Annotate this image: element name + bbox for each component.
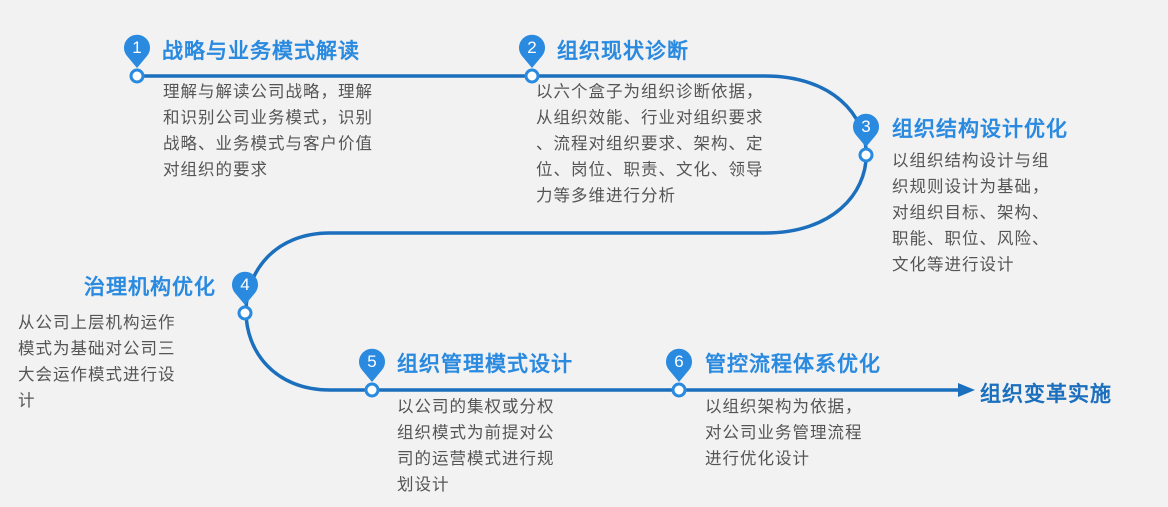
step-6-title: 管控流程体系优化 <box>705 352 881 376</box>
step-3-title: 组织结构设计优化 <box>892 117 1068 141</box>
step-6-description: 以组织架构为依据， 对公司业务管理流程 进行优化设计 <box>705 397 863 468</box>
node-2 <box>524 68 540 84</box>
pin-marker-5: 5 <box>358 348 386 384</box>
step-number: 5 <box>367 352 377 371</box>
step-number: 4 <box>240 275 250 294</box>
node-1 <box>129 68 145 84</box>
pin-marker-6: 6 <box>665 348 693 384</box>
step-number: 1 <box>132 38 142 57</box>
step-5-description: 以公司的集权或分权 组织模式为前提对公 司的运营模式进行规 划设计 <box>397 397 555 494</box>
step-number: 2 <box>527 38 537 57</box>
step-1-title: 战略与业务模式解读 <box>162 39 360 63</box>
pin-marker-1: 1 <box>123 34 151 70</box>
node-3 <box>858 147 874 163</box>
step-number: 6 <box>674 352 684 371</box>
arrow-head-icon <box>958 383 975 397</box>
step-5-title: 组织管理模式设计 <box>397 352 573 376</box>
step-2-title: 组织现状诊断 <box>557 39 689 63</box>
step-3-description: 以组织结构设计与组 织规则设计为基础， 对组织目标、架构、 职能、职位、风险、 … <box>892 151 1050 274</box>
pin-marker-2: 2 <box>518 34 546 70</box>
node-5 <box>364 382 380 398</box>
end-label: 组织变革实施 <box>980 382 1112 406</box>
step-2-description: 以六个盒子为组织诊断依据， 从组织效能、行业对组织要求 、流程对组织要求、架构、… <box>536 82 764 205</box>
pin-marker-3: 3 <box>852 113 880 149</box>
pin-marker-4: 4 <box>231 271 259 307</box>
step-4-description: 从公司上层机构运作 模式为基础对公司三 大会运作模式进行设 计 <box>18 313 176 410</box>
step-1-description: 理解与解读公司战略，理解 和识别公司业务模式，识别 战略、业务模式与客户价值 对… <box>163 82 373 179</box>
node-6 <box>671 382 687 398</box>
step-number: 3 <box>861 117 871 136</box>
step-4-title: 治理机构优化 <box>84 275 216 299</box>
node-4 <box>237 305 253 321</box>
